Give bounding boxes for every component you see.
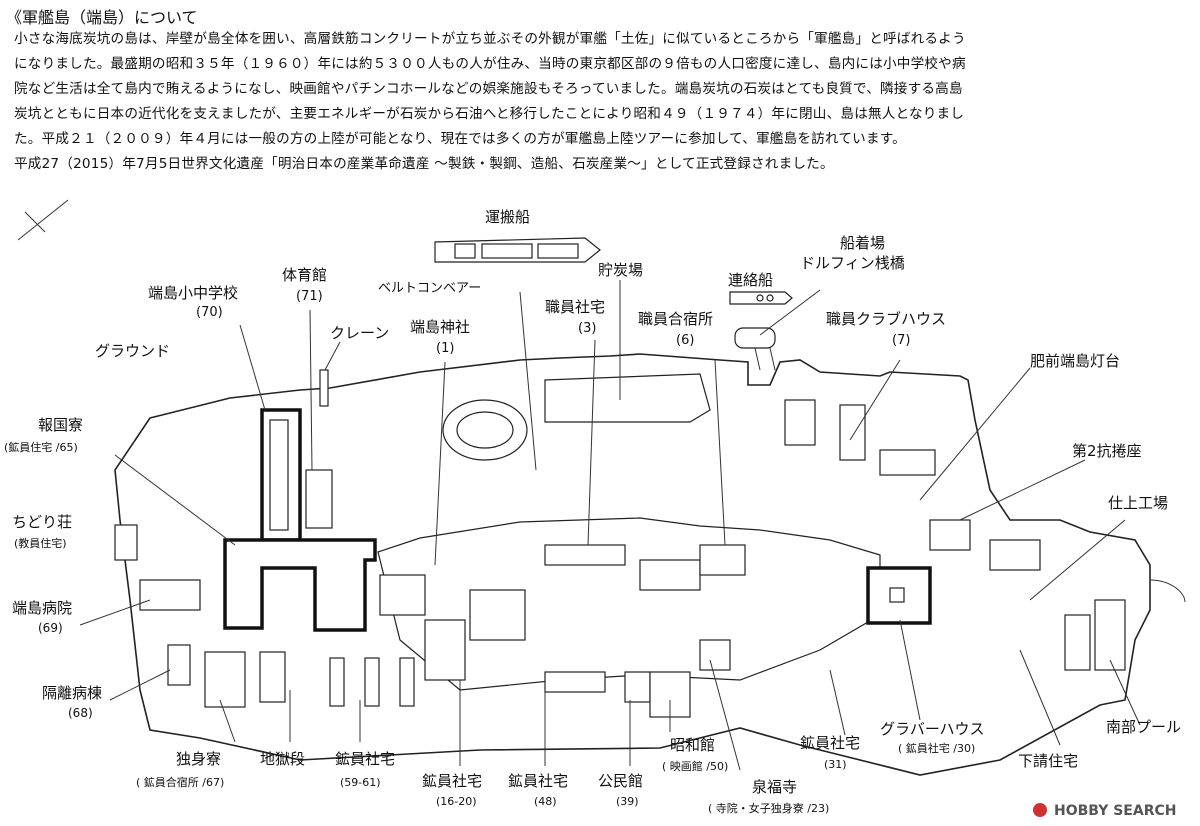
gymnasium: [305, 469, 333, 529]
factory-bld: [989, 539, 1041, 571]
label-ground: グラウンド: [95, 342, 170, 360]
label-shitauke: 下請住宅: [1018, 752, 1078, 770]
label-transport-ship: 運搬船: [485, 208, 530, 226]
label-showakan: 昭和館: [670, 736, 715, 754]
label-kouminkan: 公民館: [598, 772, 643, 790]
apt-1: [379, 574, 426, 616]
label-club-house: 職員クラブハウス: [826, 310, 946, 328]
label-chidori: ちどり荘: [12, 513, 72, 531]
crane: [319, 369, 329, 407]
staff-house-bld: [544, 544, 626, 566]
single-dorm-bld: [204, 651, 246, 708]
label-school: 端島小中学校: [148, 284, 238, 302]
label-shrine-no: (1): [436, 341, 454, 356]
label-pool: 南部プール: [1106, 718, 1181, 736]
label-dolphin-pier: ドルフィン桟橋: [800, 254, 905, 272]
kouin-60: [364, 657, 380, 707]
label-staff-house: 職員社宅: [545, 298, 605, 316]
label-jigokudan: 地獄段: [260, 750, 305, 768]
label-houkokuryo: 報国寮: [38, 416, 83, 434]
label-chidori-sub: (教員住宅): [14, 536, 67, 550]
label-kouin-59: 鉱員社宅: [335, 750, 395, 768]
label-shrine: 端島神社: [410, 318, 470, 336]
label-club-house-no: (7): [892, 333, 910, 348]
transport-ship: [434, 237, 601, 263]
liaison-ship: [729, 291, 793, 305]
belt-conveyor: [519, 291, 537, 471]
pool-bld-1: [1064, 614, 1091, 671]
leader-lines: [79, 280, 1141, 771]
coal-yard: [442, 373, 711, 461]
hospital-bld: [139, 579, 201, 611]
label-kouin-31: 鉱員社宅: [800, 734, 860, 752]
kouin-61: [399, 657, 415, 707]
label-kouminkan-no: (39): [616, 795, 639, 808]
label-houkokuryo-sub: (鉱員住宅 /65): [4, 440, 78, 454]
apt-2: [424, 619, 466, 681]
houkokuryo-building: [223, 538, 377, 632]
label-kouin-16: 鉱員社宅: [422, 772, 482, 790]
chidori-bld: [114, 524, 138, 561]
page-title: 《軍艦島（端島）について: [6, 8, 198, 27]
label-senpukuji: 泉福寺: [752, 778, 797, 796]
label-glover-sub: ( 鉱員社宅 /30): [898, 741, 975, 755]
label-staff-dorm: 職員合宿所: [638, 310, 713, 328]
label-belt-conveyor: ベルトコンベアー: [378, 281, 481, 296]
intro-line-6: 平成27（2015）年7月5日世界文化遺産「明治日本の産業革命遺産 〜製鉄・製鋼…: [14, 156, 834, 172]
label-kouin-16-no: (16-20): [436, 795, 477, 808]
intro-line-1: 小さな海底炭坑の島は、岸壁が島全体を囲い、高層鉄筋コンクリートが立ち並ぶその外観…: [14, 31, 966, 47]
hobby-search-logo: HOBBY SEARCH: [1033, 803, 1176, 819]
label-lighthouse: 肥前端島灯台: [1030, 352, 1120, 370]
label-coal-yard: 貯炭場: [598, 261, 643, 279]
label-senpukuji-sub: ( 寺院・女子独身寮 /23): [708, 801, 829, 815]
watermark-text: HOBBY SEARCH: [1054, 803, 1176, 819]
label-hospital: 端島病院: [12, 599, 72, 617]
staff-dorm-bld: [699, 544, 746, 576]
mine-bld-2: [929, 519, 971, 551]
club-bld-1: [784, 399, 816, 446]
apt-4: [639, 559, 701, 591]
label-mine2: 第2抗捲座: [1072, 442, 1142, 460]
intro-line-3: 院など生活は全て島内で賄えるようになし、映画館やパチンコホールなどの娯楽施設もそ…: [14, 81, 963, 97]
label-kouin-59-no: (59-61): [340, 776, 381, 789]
label-single-dorm: 独身寮: [176, 750, 221, 768]
north-arrow-icon: [17, 199, 69, 241]
intro-line-5: た。平成２１（２００９）年４月には一般の方の上陸が可能となり、現在では多くの方が…: [14, 131, 906, 147]
label-staff-house-no: (3): [578, 321, 596, 336]
label-showakan-sub: ( 映画館 /50): [662, 759, 728, 773]
kouin-59: [329, 657, 345, 707]
intro-line-2: になりました。最盛期の昭和３５年（１９６０）年には約５３００人もの人が住み、当時…: [14, 56, 966, 72]
label-kouin-48-no: (48): [534, 795, 557, 808]
intro-line-4: 炭坑とともに日本の近代化を支えましたが、主要エネルギーが石炭から石油へと移行した…: [14, 106, 965, 122]
pool-bld-2: [1094, 599, 1126, 671]
label-single-dorm-sub: ( 鉱員合宿所 /67): [136, 775, 224, 789]
club-bld-2: [839, 404, 866, 461]
label-isolation: 隔離病棟: [42, 684, 102, 702]
label-crane: クレーン: [330, 324, 389, 342]
label-pier: 船着場: [840, 234, 885, 252]
mine-bld-1: [879, 449, 936, 476]
senpukuji-bld: [699, 639, 731, 671]
kouminkan-bld: [624, 671, 651, 703]
label-kouin-48: 鉱員社宅: [508, 772, 568, 790]
label-gym: 体育館: [282, 266, 327, 284]
label-school-no: (70): [196, 305, 223, 320]
label-staff-dorm-no: (6): [676, 333, 694, 348]
label-isolation-no: (68): [68, 706, 93, 720]
label-finishing-factory: 仕上工場: [1108, 494, 1168, 512]
school-building: [260, 408, 302, 542]
kouin-48-bld: [544, 671, 606, 693]
label-liaison-ship: 連絡船: [728, 271, 773, 289]
dolphin-pier: [734, 327, 776, 371]
label-hospital-no: (69): [38, 621, 63, 635]
jigoku-bld: [259, 651, 286, 703]
apt-3: [469, 589, 526, 641]
label-glover: グラバーハウス: [880, 720, 985, 738]
isolation-bld: [167, 644, 191, 686]
label-kouin-31-no: (31): [824, 758, 847, 771]
label-gym-no: (71): [296, 289, 323, 304]
